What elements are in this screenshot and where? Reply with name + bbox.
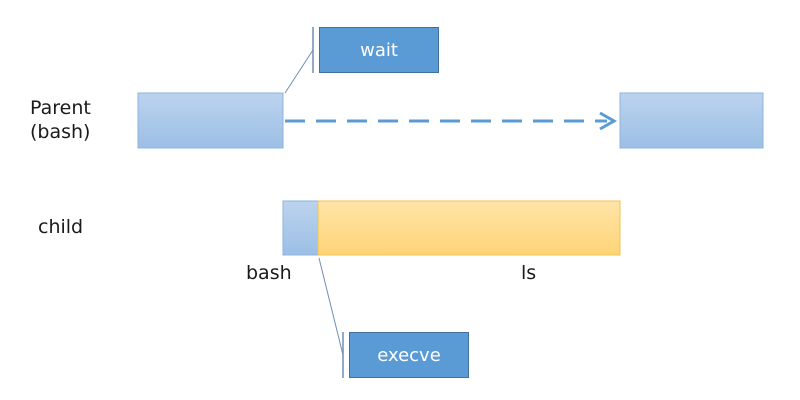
parent-bash-block-start — [137, 92, 284, 149]
wait-arrow-head — [599, 111, 618, 131]
child-label: child — [38, 216, 84, 238]
bash-segment-label: bash — [246, 262, 292, 284]
parent-label-line2: (bash) — [30, 120, 91, 143]
ls-segment-label: ls — [521, 262, 537, 284]
execve-callout-leader — [318, 257, 344, 356]
parent-label-line1: Parent — [30, 97, 91, 119]
execve-callout-text: execve — [377, 344, 441, 366]
child-ls-block — [317, 200, 621, 256]
wait-callout-text: wait — [360, 39, 398, 61]
parent-bash-label: Parent (bash) — [30, 97, 91, 145]
wait-callout-leader — [284, 49, 314, 94]
execve-callout: execve — [349, 332, 469, 378]
wait-callout: wait — [319, 27, 439, 73]
child-bash-block — [282, 200, 319, 256]
parent-bash-block-end — [619, 92, 764, 149]
